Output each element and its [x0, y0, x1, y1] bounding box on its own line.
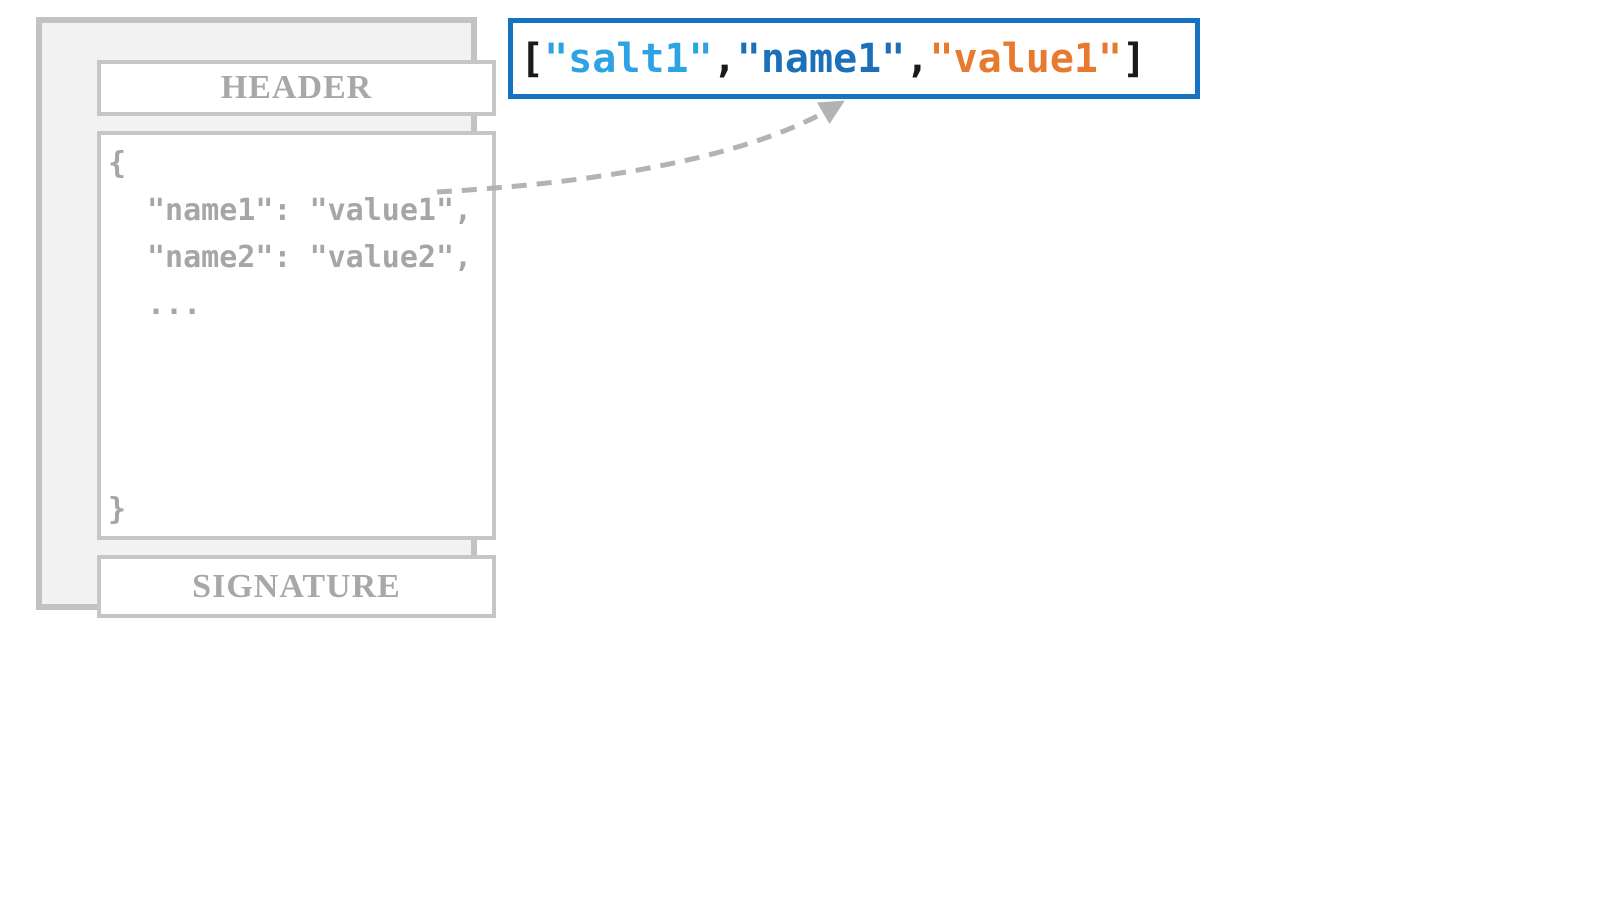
- disclosure-comma-1: ,: [712, 35, 737, 82]
- payload-ellipsis: ...: [147, 287, 202, 322]
- disclosure-close-bracket: ]: [1122, 35, 1147, 82]
- disclosure-comma-2: ,: [905, 35, 930, 82]
- payload-claim-name2: "name2": "value2",: [147, 240, 473, 275]
- arrow-path: [436, 100, 845, 195]
- jwt-payload-box: [97, 131, 496, 540]
- jwt-signature-box: SIGNATURE: [97, 555, 496, 618]
- payload-open-brace: {: [108, 146, 127, 181]
- jwt-signature-label: SIGNATURE: [192, 567, 401, 605]
- payload-claim-name1: "name1": "value1",: [147, 193, 473, 228]
- disclosure-name-token: "name1": [736, 35, 906, 82]
- disclosure-box: ["salt1","name1","value1"]: [508, 18, 1200, 99]
- jwt-container-box: HEADER { "name1": "value1", "name2": "va…: [36, 17, 496, 618]
- payload-close-brace: }: [108, 492, 127, 527]
- disclosure-salt-token: "salt1": [544, 35, 713, 82]
- disclosure-open-bracket: [: [520, 35, 545, 82]
- disclosure-code: ["salt1","name1","value1"]: [520, 36, 1146, 82]
- jwt-header-label: HEADER: [220, 69, 373, 106]
- jwt-header-box: HEADER: [97, 60, 496, 116]
- disclosure-value-token: "value1": [929, 35, 1123, 82]
